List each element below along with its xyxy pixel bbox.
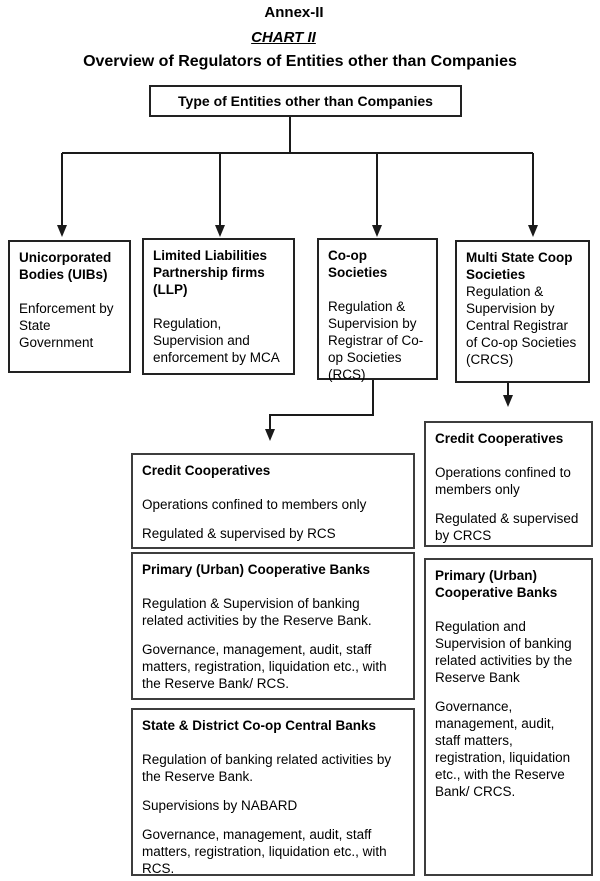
box-title-credit-rcs: Credit Cooperatives <box>142 463 271 478</box>
box-text-primary-rcs-1: Regulation & Supervision of banking rela… <box>142 596 372 628</box>
box-primary-urban-banks-crcs: Primary (Urban) Cooperative Banks Regula… <box>424 558 593 876</box>
box-title-llp: Limited Liabilities Partnership firms (L… <box>153 248 268 297</box>
box-text-state-district-1: Regulation of banking related activities… <box>142 752 392 784</box>
box-primary-urban-banks-rcs: Primary (Urban) Cooperative Banks Regula… <box>131 552 415 700</box>
box-state-district-coop-banks: State & District Co-op Central Banks Reg… <box>131 708 415 876</box>
box-text-credit-crcs-2: Regulated & supervised by CRCS <box>435 511 579 543</box>
annex-label: Annex-II <box>264 4 324 21</box>
box-text-credit-crcs-1: Operations confined to members only <box>435 465 571 497</box>
box-text-state-district-2: Supervisions by NABARD <box>142 798 298 813</box>
arrowhead-credit-rcs <box>265 429 275 441</box>
arrowhead-multi <box>528 225 538 237</box>
box-title-primary-crcs: Primary (Urban) Cooperative Banks <box>435 568 558 600</box>
coop-branch-line <box>269 380 374 430</box>
arrowhead-uib <box>57 225 67 237</box>
box-text-state-district-3: Governance, management, audit, staff mat… <box>142 827 387 876</box>
root-box-label: Type of Entities other than Companies <box>178 92 433 109</box>
box-credit-cooperatives-rcs: Credit Cooperatives Operations confined … <box>131 453 415 549</box>
box-title-credit-crcs: Credit Cooperatives <box>435 431 564 446</box>
box-coop-societies: Co-op Societies Regulation & Supervision… <box>317 238 438 382</box>
arrowhead-coop <box>372 225 382 237</box>
box-body-multi-state: Regulation & Supervision by Central Regi… <box>466 284 577 367</box>
box-unincorporated-bodies: Unicorporated Bodies (UIBs) Enforcement … <box>8 240 131 373</box>
root-box: Type of Entities other than Companies <box>149 85 462 117</box>
box-body-llp: Regulation, Supervision and enforcement … <box>153 316 280 365</box>
box-credit-cooperatives-crcs: Credit Cooperatives Operations confined … <box>424 421 593 547</box>
box-title-state-district: State & District Co-op Central Banks <box>142 718 377 733</box>
page-title: Overview of Regulators of Entities other… <box>83 53 517 70</box>
box-llp-firms: Limited Liabilities Partnership firms (L… <box>142 238 295 375</box>
chart-label: CHART II <box>251 29 316 46</box>
box-multi-state-coop: Multi State Coop Societies Regulation & … <box>455 240 590 383</box>
box-body-coop: Regulation & Supervision by Registrar of… <box>328 299 424 382</box>
arrowhead-llp <box>215 225 225 237</box>
box-text-credit-rcs-2: Regulated & supervised by RCS <box>142 526 336 541</box>
box-title-coop: Co-op Societies <box>328 248 388 280</box>
box-title-uib: Unicorporated Bodies (UIBs) <box>19 250 112 282</box>
box-text-primary-rcs-2: Governance, management, audit, staff mat… <box>142 642 387 691</box>
box-text-credit-rcs-1: Operations confined to members only <box>142 497 367 512</box>
box-title-multi-state: Multi State Coop Societies <box>466 250 573 282</box>
box-title-primary-rcs: Primary (Urban) Cooperative Banks <box>142 562 371 577</box>
arrowhead-credit-crcs <box>503 395 513 407</box>
box-text-primary-crcs-2: Governance, management, audit, staff mat… <box>435 699 571 799</box>
box-body-uib: Enforcement by State Government <box>19 301 114 350</box>
box-text-primary-crcs-1: Regulation and Supervision of banking re… <box>435 619 573 685</box>
